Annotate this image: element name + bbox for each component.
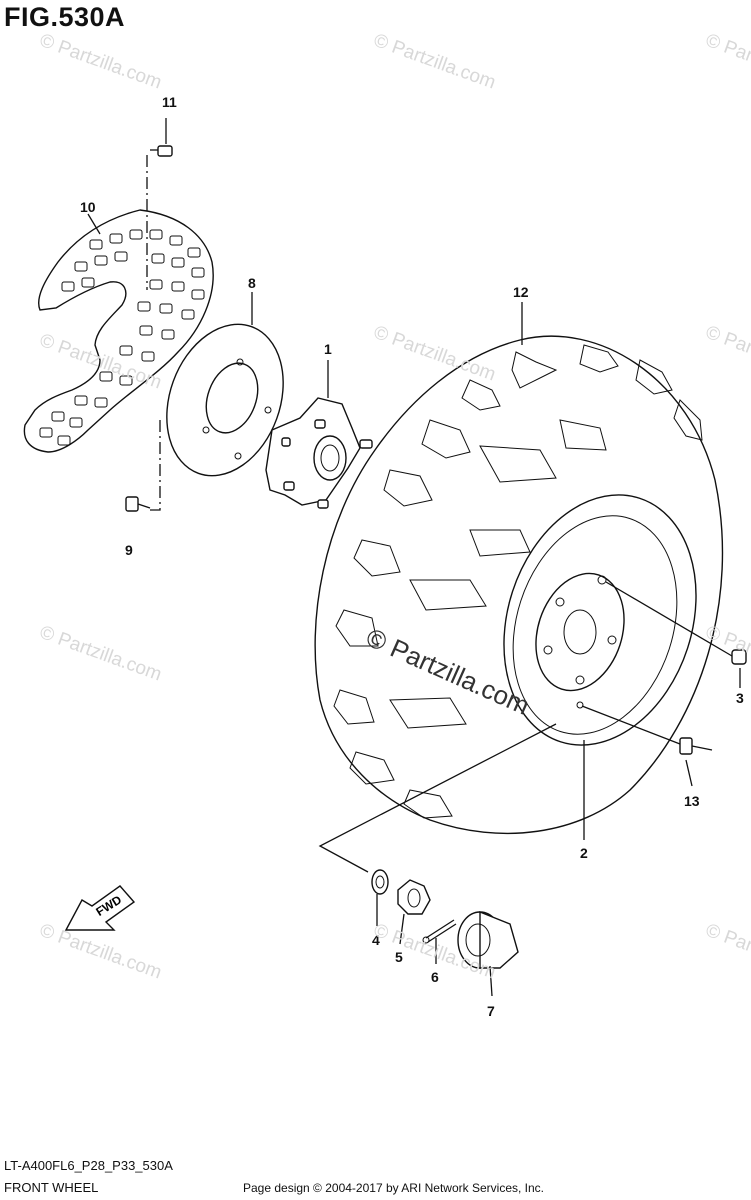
washer (371, 869, 389, 895)
cotter-pin (422, 919, 457, 944)
bolt-11 (150, 145, 173, 157)
callout-13: 13 (684, 793, 700, 809)
diagram-code: LT-A400FL6_P28_P33_530A (4, 1158, 173, 1173)
callout-3: 3 (736, 690, 744, 706)
bolt-9 (125, 496, 151, 512)
callout-4: 4 (372, 932, 380, 948)
callout-10: 10 (80, 199, 96, 215)
diagram-name: FRONT WHEEL (4, 1180, 99, 1195)
callout-6: 6 (431, 969, 439, 985)
callout-8: 8 (248, 275, 256, 291)
callout-1: 1 (324, 341, 332, 357)
callout-11: 11 (162, 94, 177, 110)
figure-title: FIG.530A (4, 2, 126, 32)
hub-cap (457, 910, 519, 969)
tire-valve (581, 705, 713, 755)
callout-2: 2 (580, 845, 588, 861)
castle-nut (397, 879, 431, 915)
brake-disc-cover (23, 209, 214, 453)
callout-9: 9 (125, 542, 133, 558)
wheel-hub (265, 397, 373, 509)
callout-7: 7 (487, 1003, 495, 1019)
fwd-arrow: FWD (64, 885, 136, 931)
callout-leaders (87, 213, 741, 997)
page-credit: Page design © 2004-2017 by ARI Network S… (243, 1181, 545, 1195)
axle-leader (318, 723, 557, 873)
wheel-nut (605, 581, 747, 665)
callout-labels: 11 10 8 1 12 9 3 13 2 4 5 6 7 (80, 94, 744, 1019)
callout-5: 5 (395, 949, 403, 965)
callout-12: 12 (513, 284, 529, 300)
tire (314, 335, 724, 835)
assembly-line-9 (150, 420, 161, 511)
brake-disc (166, 323, 284, 477)
